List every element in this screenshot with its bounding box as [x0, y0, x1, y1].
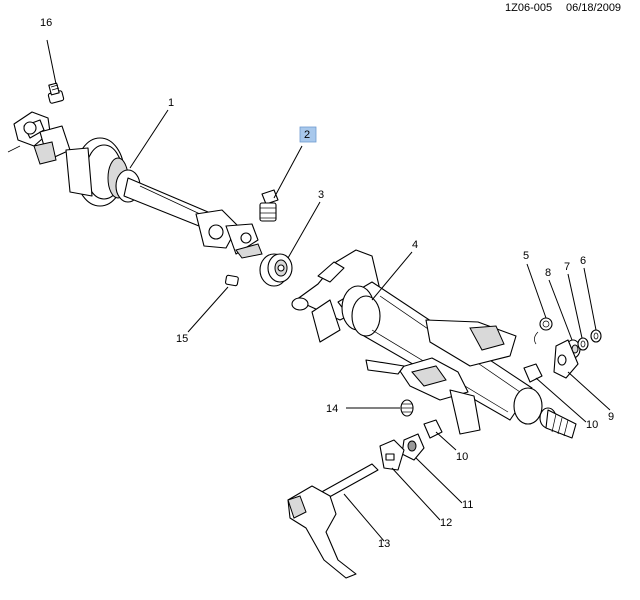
svg-text:13: 13	[378, 538, 390, 550]
callout-9[interactable]: 9	[608, 411, 614, 423]
callout-10-lower[interactable]: 10	[456, 451, 468, 463]
cam-part-11	[401, 433, 425, 461]
spring-part-5	[534, 317, 553, 345]
lever-bracket-part-9	[553, 339, 579, 379]
callout-6[interactable]: 6	[580, 255, 586, 267]
nut-part-10-upper	[523, 363, 543, 383]
callout-3[interactable]: 3	[318, 189, 324, 201]
bolt-part-2	[259, 189, 279, 222]
washer-part-6	[590, 329, 602, 343]
svg-text:2: 2	[304, 129, 310, 141]
svg-text:10: 10	[456, 451, 468, 463]
svg-text:3: 3	[318, 189, 324, 201]
svg-text:6: 6	[580, 255, 586, 267]
intermediate-shaft-part-1	[7, 111, 263, 259]
pin-part-15	[224, 274, 239, 287]
svg-text:11: 11	[462, 499, 473, 511]
svg-text:10: 10	[586, 419, 598, 431]
spring-part-14	[400, 399, 414, 417]
svg-text:8: 8	[545, 267, 551, 279]
svg-text:12: 12	[440, 517, 452, 529]
svg-text:16: 16	[40, 17, 52, 29]
tilt-lever-part-13	[287, 463, 379, 579]
diagram-code: 1Z06-005	[505, 2, 552, 14]
callout-5[interactable]: 5	[523, 250, 529, 262]
callout-16[interactable]: 16	[40, 17, 52, 29]
bearing-part-3	[259, 253, 293, 287]
diagram-date: 06/18/2009	[566, 2, 621, 14]
callout-10-upper[interactable]: 10	[586, 419, 598, 431]
callout-2-highlight	[299, 126, 317, 143]
callout-7[interactable]: 7	[564, 261, 570, 273]
leader-lines	[46, 39, 611, 542]
callout-8[interactable]: 8	[545, 267, 551, 279]
svg-text:1: 1	[168, 97, 174, 109]
callout-13[interactable]: 13	[378, 538, 390, 550]
callout-2[interactable]: 2	[299, 126, 317, 143]
svg-text:15: 15	[176, 333, 188, 345]
washer-part-7	[577, 337, 589, 351]
bolt-part-16	[47, 82, 65, 104]
cam-part-12	[379, 439, 405, 471]
steering-column-part-4	[291, 249, 577, 439]
svg-text:7: 7	[564, 261, 570, 273]
callout-15[interactable]: 15	[176, 333, 188, 345]
svg-text:14: 14	[326, 403, 338, 415]
callout-11[interactable]: 11	[462, 499, 473, 511]
svg-text:4: 4	[412, 239, 418, 251]
callout-12[interactable]: 12	[440, 517, 452, 529]
callout-1[interactable]: 1	[168, 97, 174, 109]
svg-text:5: 5	[523, 250, 529, 262]
callout-14[interactable]: 14	[326, 403, 338, 415]
svg-text:9: 9	[608, 411, 614, 423]
callout-4[interactable]: 4	[412, 239, 418, 251]
